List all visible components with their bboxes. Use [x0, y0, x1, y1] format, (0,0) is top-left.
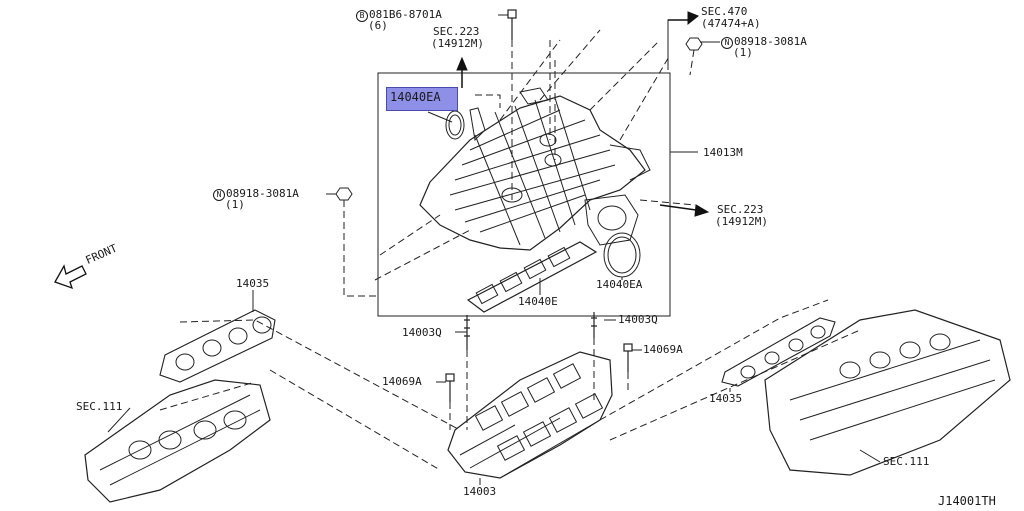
- label-14069A-left[interactable]: 14069A: [382, 375, 422, 388]
- label-highlight-14040EA[interactable]: 14040EA: [390, 90, 441, 104]
- throttle-gasket-ring: [603, 232, 641, 278]
- lower-intake-manifold: [447, 351, 613, 479]
- label-14040EA-gasket[interactable]: 14040EA: [596, 278, 643, 291]
- arrow-sec470: [668, 11, 699, 26]
- stud-14003Q-right: [591, 312, 597, 338]
- label-sec223-right-line2: (14912M): [715, 215, 768, 228]
- label-14040E[interactable]: 14040E: [518, 295, 558, 308]
- bolt-14069A-left: [445, 373, 455, 402]
- left-gasket-14035: [159, 309, 276, 383]
- small-gasket-ring: [445, 110, 465, 140]
- label-sec111-left[interactable]: SEC.111: [76, 400, 123, 413]
- label-14035-right[interactable]: 14035: [709, 392, 743, 405]
- arrow-sec223-right: [659, 204, 710, 217]
- bolt-14069A-right: [623, 343, 633, 372]
- label-sec470-line1: SEC.470: [701, 5, 748, 18]
- highlight-box-14040EA: [386, 87, 458, 111]
- label-sec223-right-line1: SEC.223: [717, 203, 764, 216]
- label-nut-left-qty: (1): [225, 198, 245, 211]
- assembly-dashed-lines: [159, 29, 861, 471]
- right-gasket-14035: [721, 317, 836, 387]
- nut-symbol-circle: N: [213, 189, 225, 201]
- label-sec223-top-line2: (14912M): [431, 37, 484, 50]
- nut-symbol-circle: N: [721, 37, 733, 49]
- label-14003Q-left[interactable]: 14003Q: [402, 326, 442, 339]
- label-14035-left[interactable]: 14035: [236, 277, 270, 290]
- right-cylinder-head: [764, 309, 1011, 476]
- left-cylinder-head: [84, 379, 271, 503]
- leader-lines: [107, 14, 881, 485]
- label-14003[interactable]: 14003: [463, 485, 497, 498]
- nut-right: [685, 37, 703, 51]
- bolt-081b6: [507, 9, 517, 40]
- label-sec111-right[interactable]: SEC.111: [883, 455, 930, 468]
- front-arrow: [54, 264, 87, 290]
- gasket-strip-14040E: [466, 241, 598, 313]
- bolt-symbol-circle: B: [356, 10, 368, 22]
- nut-left: [335, 187, 353, 201]
- label-14003Q-right[interactable]: 14003Q: [618, 313, 658, 326]
- label-bolt-081b6-qty: (6): [368, 19, 388, 32]
- upper-intake-manifold: [419, 87, 651, 251]
- diagram-id: J14001TH: [938, 494, 996, 508]
- label-14069A-right[interactable]: 14069A: [643, 343, 683, 356]
- arrow-sec223-top: [456, 56, 468, 88]
- label-sec223-top-line1: SEC.223: [433, 25, 480, 38]
- label-sec470-line2: (47474+A): [701, 17, 761, 30]
- label-14013M[interactable]: 14013M: [703, 146, 743, 159]
- assembly-frame: [377, 72, 671, 317]
- label-nut-right-qty: (1): [733, 46, 753, 59]
